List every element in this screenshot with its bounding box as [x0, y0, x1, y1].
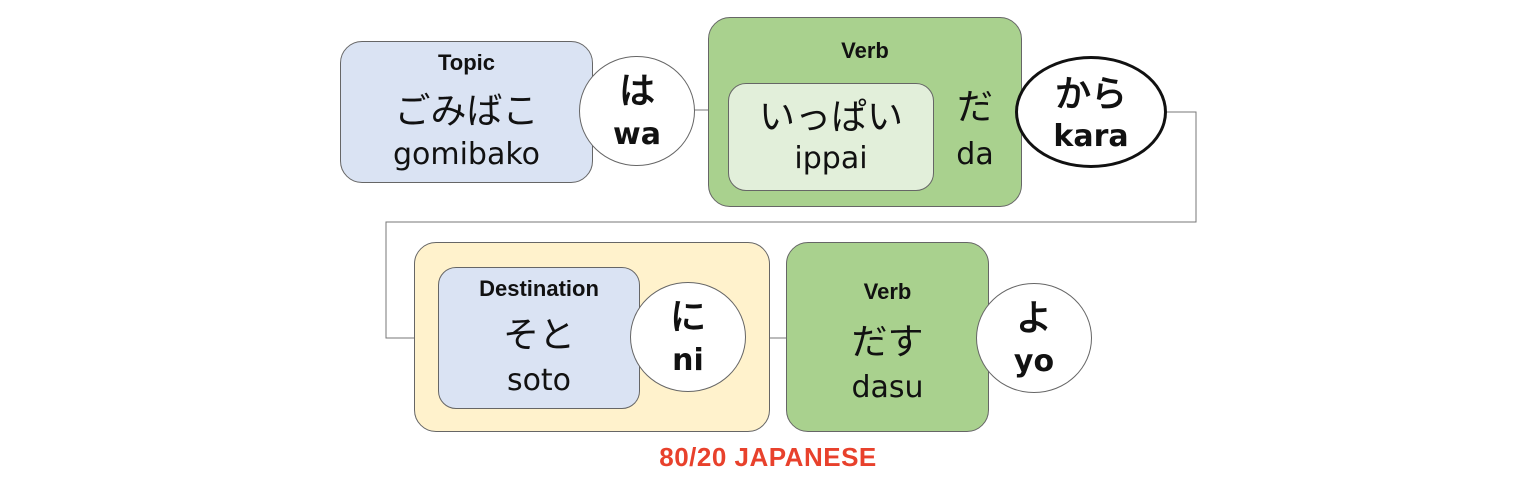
verb-box-dasu: Verb だす dasu	[786, 242, 989, 432]
topic-kana: ごみばこ	[394, 91, 539, 132]
verb-inner-romaji: ippai	[794, 141, 868, 176]
destination-romaji: soto	[506, 363, 572, 398]
particle-wa-bubble: は wa	[579, 56, 695, 166]
verb2-kana: だす	[851, 322, 924, 363]
particle-kara-kana: から	[1054, 74, 1127, 115]
particle-ni-romaji: ni	[672, 343, 704, 378]
destination-box: Destination そと soto	[438, 267, 640, 409]
particle-ni-bubble: に ni	[630, 282, 746, 392]
particle-kara-romaji: kara	[1053, 119, 1129, 154]
verb-da-kana: だ	[956, 87, 993, 128]
particle-wa-romaji: wa	[613, 117, 661, 152]
topic-romaji: gomibako	[392, 137, 541, 172]
particle-wa-kana: は	[618, 71, 655, 112]
destination-kana: そと	[502, 315, 575, 356]
verb2-romaji: dasu	[851, 370, 924, 405]
topic-label: Topic	[437, 50, 496, 75]
particle-ni-kana: に	[669, 297, 706, 338]
particle-yo-bubble: よ yo	[976, 283, 1092, 393]
particle-kara-bubble: から kara	[1015, 56, 1167, 168]
verb-label: Verb	[841, 38, 889, 63]
topic-box: Topic ごみばこ gomibako	[340, 41, 593, 183]
particle-yo-kana: よ	[1015, 298, 1052, 339]
brand-logo-text: 80/20 JAPANESE	[659, 442, 877, 472]
verb-inner-kana: いっぱい	[758, 97, 903, 138]
destination-label: Destination	[479, 276, 599, 301]
verb2-label: Verb	[863, 279, 912, 304]
particle-yo-romaji: yo	[1013, 344, 1055, 379]
verb-box-ippai: Verb いっぱい ippai だ da	[708, 17, 1022, 207]
verb-da-romaji: da	[956, 137, 994, 172]
verb-inner-box: いっぱい ippai	[728, 83, 934, 191]
